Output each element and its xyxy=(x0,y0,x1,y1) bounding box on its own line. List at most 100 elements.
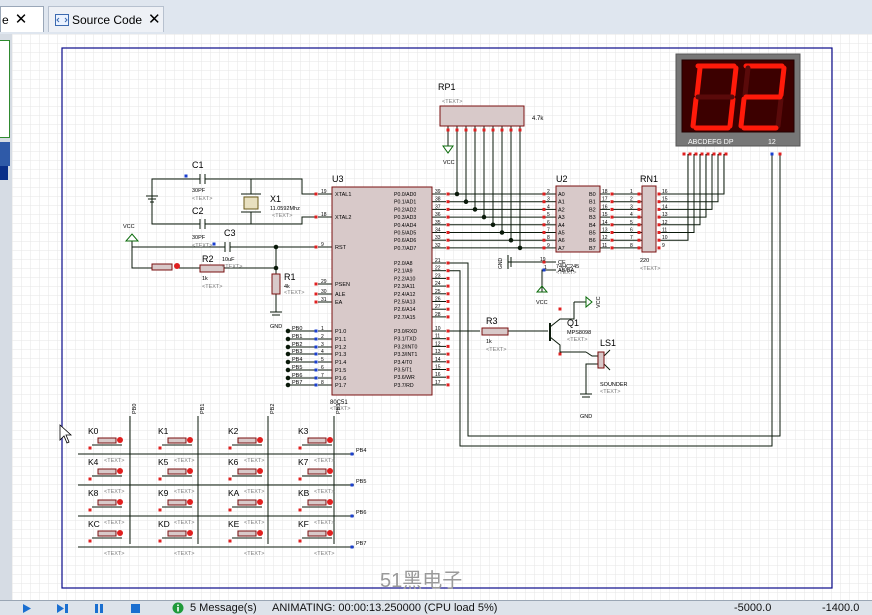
keypad-key-K5[interactable] xyxy=(162,468,193,477)
u3-pin-name: P3.0/RXD xyxy=(394,329,417,335)
side-panel-selection[interactable] xyxy=(0,166,8,180)
pin-indicator xyxy=(446,315,450,319)
keypad-key-KC[interactable] xyxy=(92,530,123,539)
rn1-resistor-network xyxy=(641,185,657,253)
keypad-key-K0[interactable] xyxy=(92,437,123,446)
pin-indicator xyxy=(314,282,318,286)
u3-pin-name: P3.2/INT0 xyxy=(394,344,417,350)
pin-indicator xyxy=(542,238,546,242)
segment xyxy=(690,96,699,129)
junction-dot xyxy=(285,382,291,388)
overview-preview[interactable] xyxy=(0,40,10,138)
keypad-key-KF[interactable] xyxy=(302,530,333,539)
keypad-key-K7[interactable] xyxy=(302,468,333,477)
keypad-key-K2[interactable] xyxy=(232,437,263,446)
text-placeholder: <TEXT> xyxy=(244,551,264,557)
net-label: PB5 xyxy=(292,365,302,371)
pin-indicator xyxy=(314,352,318,356)
keypad-key-KA[interactable] xyxy=(232,499,263,508)
u2-bus-transceiver xyxy=(555,185,601,253)
pin-indicator xyxy=(637,215,641,219)
keypad-key-KD[interactable] xyxy=(162,530,193,539)
rn1-pin-number: 7 xyxy=(630,235,633,241)
pause-button[interactable] xyxy=(94,603,104,614)
u2-pin-name: A6 xyxy=(558,238,565,244)
text-placeholder: <TEXT> xyxy=(284,290,304,296)
step-button[interactable] xyxy=(56,603,70,614)
key-indicator xyxy=(257,499,263,505)
pin-indicator xyxy=(314,329,318,333)
keypad-key-KE[interactable] xyxy=(232,530,263,539)
text-placeholder: <TEXT> xyxy=(174,489,194,495)
text-placeholder: <TEXT> xyxy=(192,243,212,249)
pin-indicator xyxy=(446,337,450,341)
pin-indicator xyxy=(314,192,318,196)
u3-pin-name: P2.7/A15 xyxy=(394,315,415,321)
keypad-key-K6[interactable] xyxy=(232,468,263,477)
pin-indicator xyxy=(657,215,661,219)
tab-schematic[interactable]: e ✕ xyxy=(0,6,44,32)
pin-indicator xyxy=(228,446,232,450)
keypad-key-K9[interactable] xyxy=(162,499,193,508)
pin-indicator xyxy=(314,337,318,341)
key-indicator xyxy=(187,437,193,443)
play-button[interactable] xyxy=(22,603,32,614)
u3-pin-name: P1.3 xyxy=(335,352,346,358)
u3-pin-number: 26 xyxy=(435,297,441,303)
pin-indicator xyxy=(298,477,302,481)
text-placeholder: <TEXT> xyxy=(442,99,462,105)
tab-source-code[interactable]: Source Code ✕ xyxy=(48,6,164,32)
u2-pin-number: 3 xyxy=(547,197,550,203)
pin-indicator xyxy=(446,375,450,379)
key-cap xyxy=(307,437,327,444)
schematic-canvas[interactable]: U380C51<TEXT>XTAL119XTAL218RST9PSEN29ALE… xyxy=(12,34,872,600)
pin-indicator xyxy=(446,246,450,250)
pin-indicator xyxy=(446,261,450,265)
keypad-key-KB[interactable] xyxy=(302,499,333,508)
pin-indicator xyxy=(314,215,318,219)
messages-count[interactable]: 5 Message(s) xyxy=(190,602,257,614)
u3-pin-number: 3 xyxy=(321,342,324,348)
pin-indicator xyxy=(657,238,661,242)
u2-pin-number: 15 xyxy=(602,212,608,218)
key-indicator xyxy=(117,468,123,474)
keypad-key-K4[interactable] xyxy=(92,468,123,477)
u2-pin-number: 17 xyxy=(602,197,608,203)
keypad-key-K8[interactable] xyxy=(92,499,123,508)
u3-pin-number: 29 xyxy=(321,279,327,285)
stop-button[interactable] xyxy=(130,603,141,614)
u3-pin-number: 33 xyxy=(435,235,441,241)
rn1-pin-number: 5 xyxy=(630,220,633,226)
display-segment-labels: ABCDEFG DP xyxy=(688,139,734,146)
keypad-key-K1[interactable] xyxy=(162,437,193,446)
pin-indicator xyxy=(446,223,450,227)
pin-indicator xyxy=(350,483,354,487)
net-label: PB1 xyxy=(200,404,206,414)
components xyxy=(88,105,782,549)
ls1-part: SOUNDER xyxy=(600,382,628,388)
u3-pin-number: 17 xyxy=(435,380,441,386)
key-cap xyxy=(237,437,257,444)
u3-pin-number: 16 xyxy=(435,372,441,378)
pin-indicator xyxy=(610,215,614,219)
key-label: K4 xyxy=(88,457,99,467)
r1-resistor xyxy=(271,273,281,295)
pin-indicator xyxy=(314,300,318,304)
seven-segment-display[interactable]: ABCDEFG DP 12 xyxy=(675,53,801,147)
close-icon[interactable]: ✕ xyxy=(148,11,161,28)
wire xyxy=(212,178,316,195)
u2-pin-name: B5 xyxy=(589,231,596,237)
u2-ctrl-number: 1 xyxy=(544,265,547,271)
pin-indicator xyxy=(314,245,318,249)
u2-pin-name: B7 xyxy=(589,246,596,252)
close-icon[interactable]: ✕ xyxy=(14,11,28,28)
key-cap xyxy=(97,530,117,537)
pin-indicator xyxy=(88,539,92,543)
text-placeholder: <TEXT> xyxy=(314,458,334,464)
u3-pin-number: 18 xyxy=(321,212,327,218)
pin-indicator xyxy=(657,200,661,204)
pin-indicator xyxy=(298,508,302,512)
side-panel-tab[interactable] xyxy=(0,142,10,166)
keypad-key-K3[interactable] xyxy=(302,437,333,446)
u3-pin-name: P2.4/A12 xyxy=(394,292,415,298)
